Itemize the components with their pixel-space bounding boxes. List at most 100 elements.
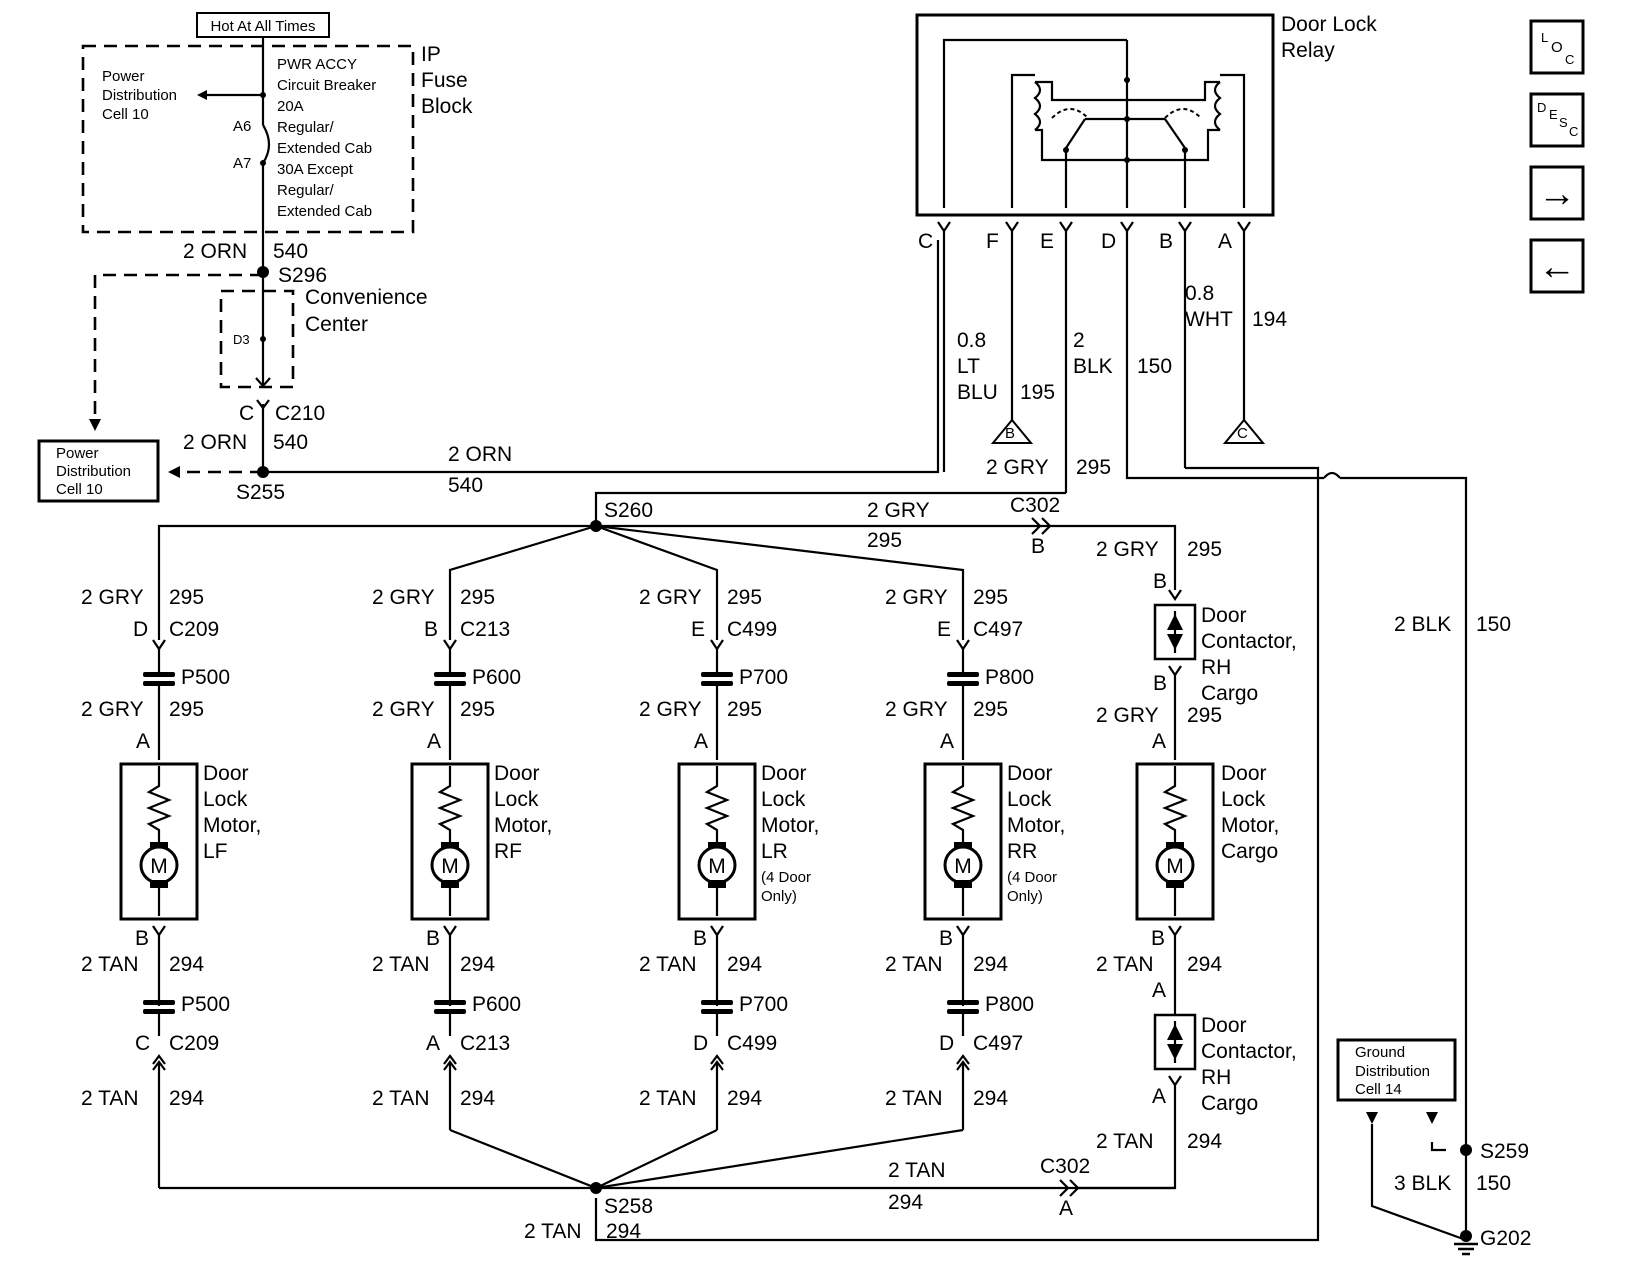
relay-gry-num: 295 — [1076, 456, 1111, 479]
motor-lf-top-terminal — [152, 639, 166, 651]
c302-pin-b-label: B — [1031, 535, 1045, 558]
motor-lr-plug2-top — [701, 1000, 733, 1005]
ground-ref-arrow-left — [1366, 1112, 1378, 1124]
motor-rr-p-upper: P800 — [985, 666, 1034, 689]
motor-lr-pin-bottom: D — [693, 1032, 708, 1055]
motor-rf-plug2-bottom — [434, 1009, 466, 1014]
motor-rf-pin-bottom: A — [426, 1032, 440, 1055]
contactor-top-label-3: RH — [1201, 656, 1231, 679]
motor-lf-bottom-terminal-1 — [152, 1054, 166, 1065]
motor-lr-gry-low-num: 295 — [727, 698, 762, 721]
breaker-label-1: PWR ACCY — [277, 56, 357, 73]
motor-rf-tan-upper: 2 TAN — [372, 953, 430, 976]
motor-rr-gry-low-num: 295 — [973, 698, 1008, 721]
relay-arc-left — [1051, 108, 1089, 119]
motor-lr-pin-b: B — [693, 927, 707, 950]
relay-node-top — [1124, 77, 1130, 83]
motor-rf-pin-top: B — [424, 618, 438, 641]
loc-button[interactable]: L O C — [1529, 19, 1585, 75]
motor-lr-conn-bottom: C499 — [727, 1032, 777, 1055]
contactor-top-diode-up — [1167, 614, 1183, 630]
desc-button[interactable]: D E S C — [1529, 92, 1585, 148]
motor-lf-name-3: Motor, — [203, 814, 261, 837]
motor-lr-gry-top-num: 295 — [727, 586, 762, 609]
motor-lf-name-2: Lock — [203, 788, 248, 811]
relay-switch-left — [1065, 118, 1086, 149]
pin-a6: A6 — [233, 118, 251, 135]
gry-branch-lf — [157, 524, 596, 640]
motor-lf-spring — [146, 766, 172, 846]
relay-arc-right — [1164, 108, 1202, 119]
motor-rr-plug-top — [947, 672, 979, 677]
relay-f-coil-lead — [1010, 73, 1035, 208]
motor-lf-p-upper: P500 — [181, 666, 230, 689]
motor-rr-plug-bottom — [947, 681, 979, 686]
breaker-label-5: Extended Cab — [277, 140, 372, 157]
motor-lr-m-letter: M — [708, 855, 726, 878]
motor-rr-tan-upper: 2 TAN — [885, 953, 943, 976]
ground-num1: 150 — [1476, 613, 1511, 636]
splice-s258-label: S258 — [604, 1195, 653, 1218]
ground-wire1: 2 BLK — [1394, 613, 1451, 636]
motor-rf-gry-low-wire: 2 GRY — [372, 698, 435, 721]
motor-rf-brush-bottom — [441, 880, 459, 888]
cargo-gry-top-num: 295 — [1187, 538, 1222, 561]
feed-num3-label: 540 — [448, 474, 483, 497]
feed-num2-label: 540 — [273, 431, 308, 454]
motor-rf-p-upper: P600 — [472, 666, 521, 689]
motor-rf-pin-a: A — [427, 730, 441, 753]
contactor-bot-label-3: RH — [1201, 1066, 1231, 1089]
motor-lf-tan-upper-num: 294 — [169, 953, 204, 976]
c302-b-terminal-1 — [1031, 517, 1042, 535]
motor-lf-tan-lower-num: 294 — [169, 1087, 204, 1110]
relay-b-wire-1: 0.8 — [1185, 282, 1214, 305]
motor-lf-b-terminal — [152, 925, 166, 937]
c302-a-terminal-1 — [1059, 1179, 1070, 1197]
s296-branch-arrowhead — [89, 419, 101, 431]
motor-lf-gry-low-wire: 2 GRY — [81, 698, 144, 721]
door-lock-motor-column-lr — [677, 639, 757, 1130]
cargo-motor-b-terminal — [1168, 925, 1182, 937]
relay-pin-a: A — [1218, 230, 1232, 253]
motor-lf-plug-bottom — [143, 681, 175, 686]
feed-wire2-label: 2 ORN — [183, 431, 247, 454]
motor-lf-pin-a: A — [136, 730, 150, 753]
c210-terminal — [255, 377, 271, 388]
power-ref-1-line2: Distribution — [102, 87, 177, 104]
motor-rf-plug-top — [434, 672, 466, 677]
motor-lr-tan-upper: 2 TAN — [639, 953, 697, 976]
bottom-tan-wire: 2 TAN — [524, 1220, 582, 1243]
c302-pin-a-label: A — [1059, 1197, 1073, 1220]
blk-150-crossover — [1323, 471, 1341, 479]
motor-lf-brush-bottom — [150, 880, 168, 888]
relay-e-wire-2: BLK — [1073, 355, 1113, 378]
cargo-gry-top-wire: 2 GRY — [1096, 538, 1159, 561]
bus-tan-wire: 2 TAN — [888, 1159, 946, 1182]
blk-150-wire-upper — [1125, 231, 1324, 480]
c302-label-bottom: C302 — [1040, 1155, 1090, 1178]
motor-lf-name-1: Door — [203, 762, 249, 785]
motor-rr-b-terminal — [956, 925, 970, 937]
circuit-breaker-symbol — [262, 124, 271, 164]
relay-e-wire-1: 2 — [1073, 329, 1085, 352]
motor-lf-tan-lower: 2 TAN — [81, 1087, 139, 1110]
contactor-bot-diode-up — [1167, 1024, 1183, 1040]
next-page-button[interactable]: → — [1529, 165, 1585, 221]
motor-lr-note-2: Only) — [761, 888, 797, 905]
motor-rr-pin-b: B — [939, 927, 953, 950]
fuse-block-label-3: Block — [421, 95, 473, 118]
motor-lf-plug2-bottom — [143, 1009, 175, 1014]
tan-converge-rr — [595, 1128, 964, 1190]
fuse-block-label-2: Fuse — [421, 69, 468, 92]
contactor-bot-out-terminal — [1168, 1075, 1182, 1087]
ground-wire2: 3 BLK — [1394, 1172, 1451, 1195]
motor-rr-tan-lower: 2 TAN — [885, 1087, 943, 1110]
relay-pin-d: D — [1101, 230, 1116, 253]
motor-rr-gry-top-num: 295 — [973, 586, 1008, 609]
motor-rr-plug2-bottom — [947, 1009, 979, 1014]
contactor-bot-diode-down — [1167, 1044, 1183, 1060]
desc-letter-c: C — [1569, 124, 1578, 139]
relay-c-wire-3: BLU — [957, 381, 998, 404]
prev-page-button[interactable]: ← — [1529, 238, 1585, 294]
motor-lr-b-terminal — [710, 925, 724, 937]
